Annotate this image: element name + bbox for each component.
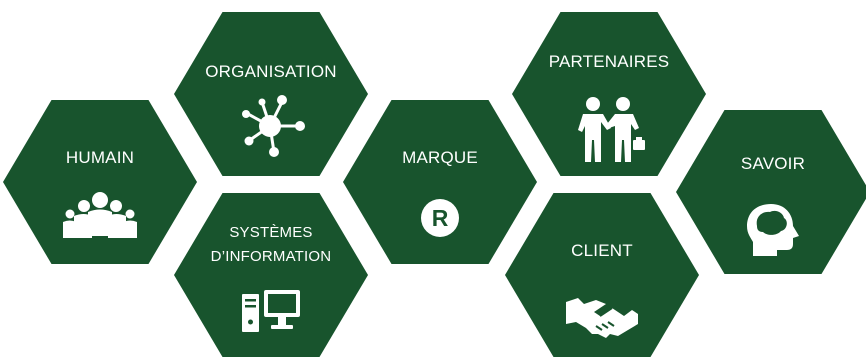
registered-brand-icon: R: [421, 199, 459, 237]
people-group-icon: [63, 192, 137, 238]
hexagon-savoir: SAVOIR: [676, 110, 866, 274]
hexagon-label-partenaires: PARTENAIRES: [548, 52, 670, 71]
hexagon-label-organisation: ORGANISATION: [205, 62, 337, 81]
desktop-computer-icon: [242, 290, 300, 332]
hexagon-marque: MARQUE R: [343, 100, 537, 264]
hexagon-label-savoir: SAVOIR: [740, 154, 806, 173]
hexagon-label-client: CLIENT: [571, 241, 633, 260]
brain-head-icon: [747, 204, 799, 256]
hexagon-label-systemes-line1: SYSTÈMES: [229, 224, 313, 241]
hexagon-label-marque: MARQUE: [402, 148, 478, 167]
hexagon-label-systemes-line2: D’INFORMATION: [210, 248, 332, 265]
hexagon-partenaires: PARTENAIRES: [512, 12, 706, 176]
handshake-icon: [566, 298, 638, 338]
svg-text:R: R: [432, 205, 449, 231]
network-nodes-icon: [242, 95, 305, 157]
hexagon-humain: HUMAIN: [3, 100, 197, 264]
hexagon-label-humain: HUMAIN: [65, 148, 135, 167]
hexagon-client: CLIENT: [505, 193, 699, 357]
hexagon-systemes-information: SYSTÈMES D’INFORMATION: [174, 193, 368, 357]
business-partners-icon: [578, 97, 645, 162]
hexagon-organisation: ORGANISATION: [174, 12, 368, 176]
